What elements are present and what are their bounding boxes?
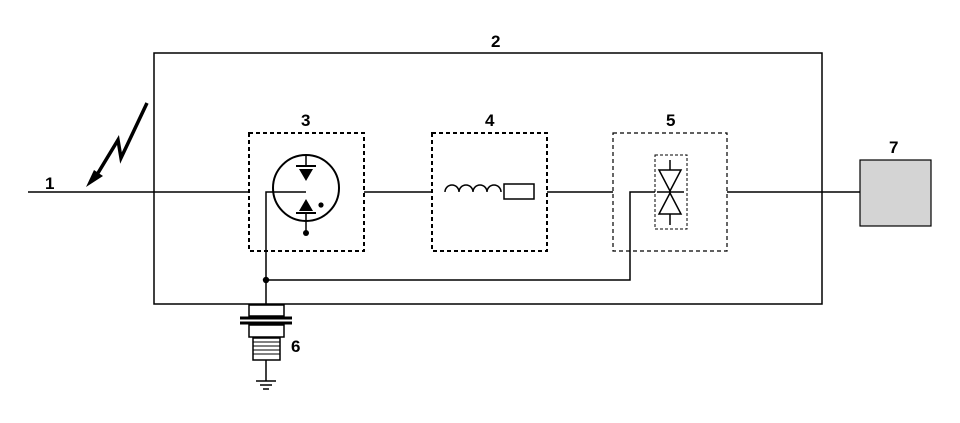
ground-junction-dot [262,276,270,284]
label-input-line: 1 [45,174,54,193]
ground-bolt-icon [240,304,292,381]
label-ground-bolt: 6 [291,337,300,356]
label-protected-device: 7 [889,138,898,157]
gas-discharge-tube-icon [272,154,340,236]
gdt-block [248,132,365,252]
resistor-icon [503,183,535,200]
ground-symbol-icon [256,380,276,390]
inductor-coil-icon [444,184,502,193]
ground-wiring [265,191,655,304]
protected-device-box [859,159,932,227]
label-gdt: 3 [301,111,310,130]
label-enclosure: 2 [491,32,500,51]
label-tvs: 5 [666,111,675,130]
lightning-arrow-icon [86,102,149,187]
bidirectional-tvs-diode-icon [654,154,688,230]
enclosure-box [153,52,823,305]
filter-block [431,132,548,252]
label-filter: 4 [485,111,495,130]
tvs-block [612,132,728,252]
